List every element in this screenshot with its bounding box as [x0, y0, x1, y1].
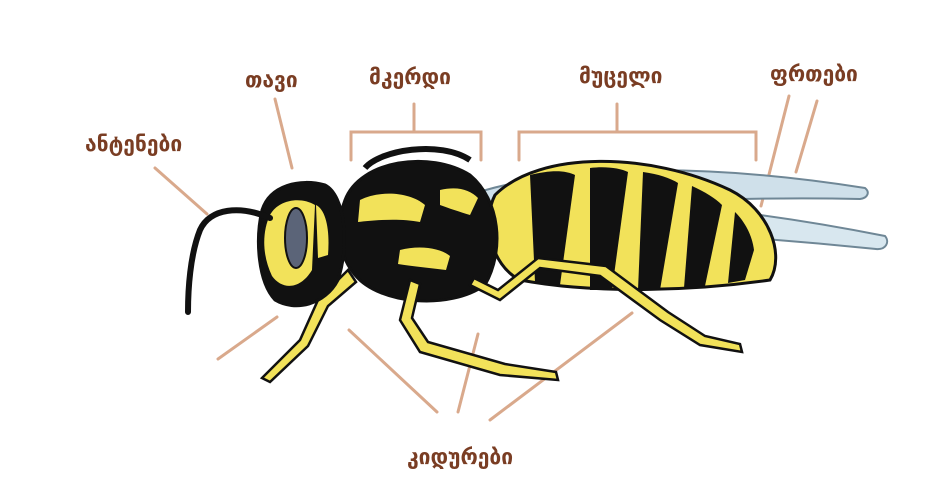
leader-antennae	[155, 168, 207, 214]
label-legs: კიდურები	[407, 447, 513, 468]
label-antennae: ანტენები	[85, 134, 182, 155]
bracket-abdomen	[519, 132, 756, 160]
label-abdomen: მუცელი	[579, 66, 662, 87]
leader-head	[275, 99, 292, 168]
antenna-shape	[188, 210, 270, 312]
leader-leg-3	[458, 334, 478, 412]
label-wings: ფრთები	[770, 64, 858, 85]
label-thorax: მკერდი	[369, 67, 451, 88]
label-head: თავი	[245, 70, 298, 91]
leader-wing-2	[796, 101, 817, 172]
head-shape	[258, 182, 344, 305]
leader-leg-1	[218, 317, 277, 359]
